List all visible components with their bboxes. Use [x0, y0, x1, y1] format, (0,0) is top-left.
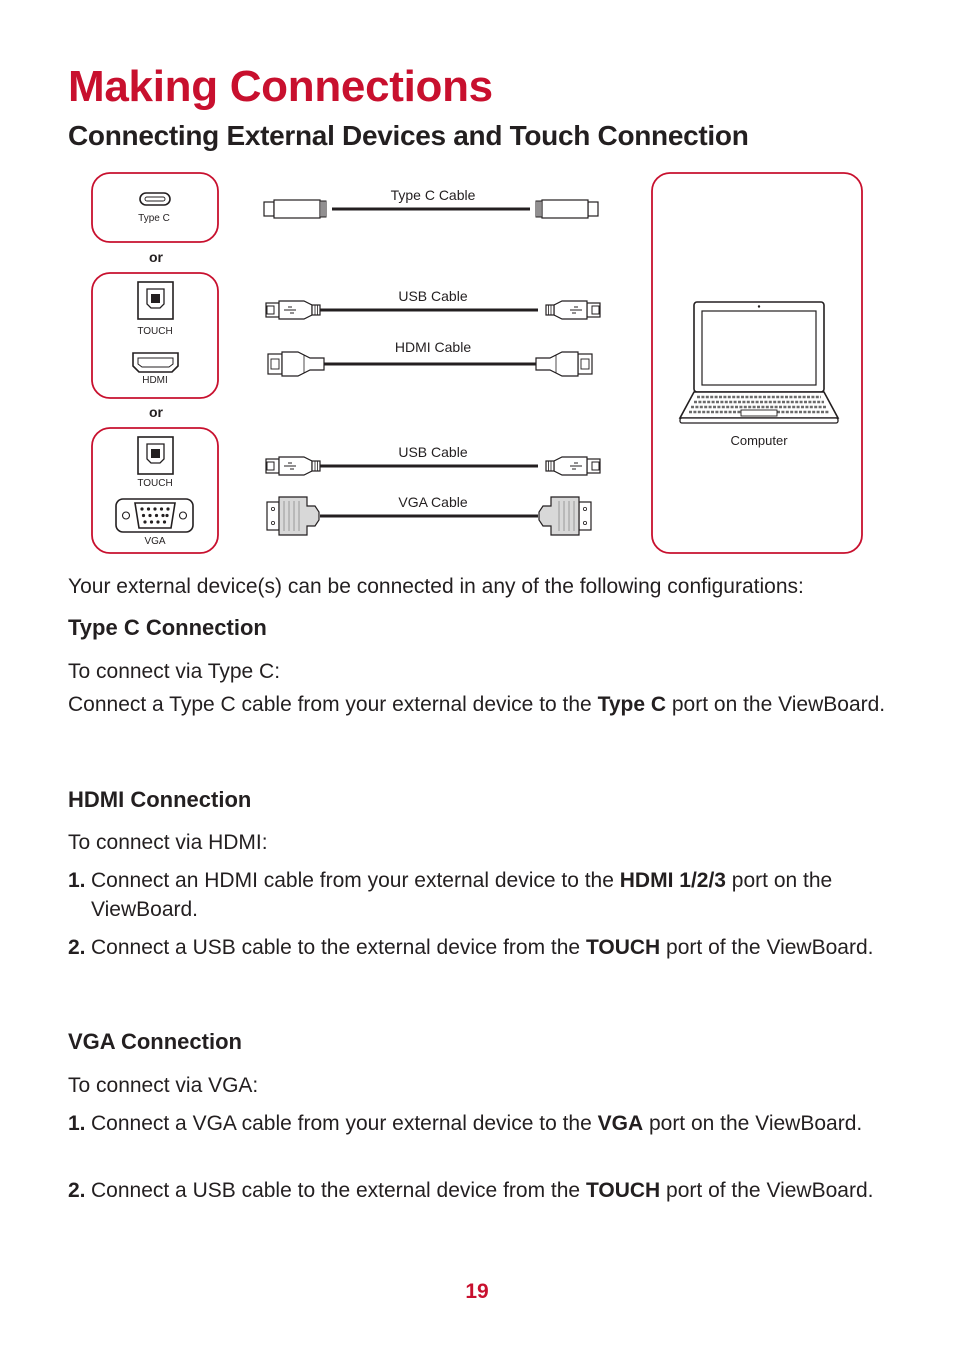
vga-cable-label: VGA Cable: [398, 494, 467, 510]
typec-instruction: Connect a Type C cable from your externa…: [68, 693, 886, 716]
touch-port-label: TOUCH: [137, 478, 172, 489]
typec-port-label: Type C: [138, 213, 170, 224]
or-separator: or: [149, 404, 164, 420]
touch-port-label: TOUCH: [137, 326, 172, 337]
connection-diagram: Type C or TOUCH HDMI or TOUCH VGA Ty: [91, 172, 863, 554]
typec-port-icon: [139, 192, 171, 206]
page-number: 19: [465, 1280, 489, 1303]
hdmi-step-1: 1.Connect an HDMI cable from your extern…: [68, 869, 833, 921]
vga-heading: VGA Connection: [68, 1029, 242, 1054]
usb-cable-2: [265, 456, 601, 476]
usb-cable-label: USB Cable: [398, 444, 467, 460]
usb-b-port-icon: [137, 436, 174, 475]
usb-cable-1: [265, 300, 601, 320]
typec-heading: Type C Connection: [68, 615, 267, 640]
hdmi-heading: HDMI Connection: [68, 787, 252, 812]
intro-text: Your external device(s) can be connected…: [68, 575, 804, 598]
vga-step-2: 2.Connect a USB cable to the external de…: [68, 1179, 874, 1202]
typec-lead: To connect via Type C:: [68, 660, 281, 683]
hdmi-cable-label: HDMI Cable: [395, 339, 471, 355]
hdmi-lead: To connect via HDMI:: [68, 831, 268, 854]
typec-port-panel: [91, 172, 219, 243]
section-title: Connecting External Devices and Touch Co…: [68, 120, 749, 151]
laptop-icon: [678, 301, 840, 424]
typec-cable: [263, 199, 599, 219]
usb-cable-label: USB Cable: [398, 288, 467, 304]
vga-port-icon: [115, 498, 194, 533]
vga-cable: [266, 496, 592, 536]
vga-step-1: 1.Connect a VGA cable from your external…: [68, 1112, 863, 1135]
or-separator: or: [149, 249, 164, 265]
computer-label: Computer: [730, 433, 788, 448]
hdmi-port-panel: [91, 272, 219, 399]
vga-lead: To connect via VGA:: [68, 1074, 259, 1097]
vga-port-label: VGA: [144, 536, 165, 547]
hdmi-port-icon: [132, 352, 179, 373]
hdmi-cable: [267, 351, 593, 377]
page-title: Making Connections: [68, 62, 493, 111]
typec-cable-label: Type C Cable: [391, 187, 476, 203]
usb-b-port-icon: [137, 281, 174, 320]
hdmi-port-label: HDMI: [142, 375, 168, 386]
hdmi-step-2: 2.Connect a USB cable to the external de…: [68, 936, 874, 959]
